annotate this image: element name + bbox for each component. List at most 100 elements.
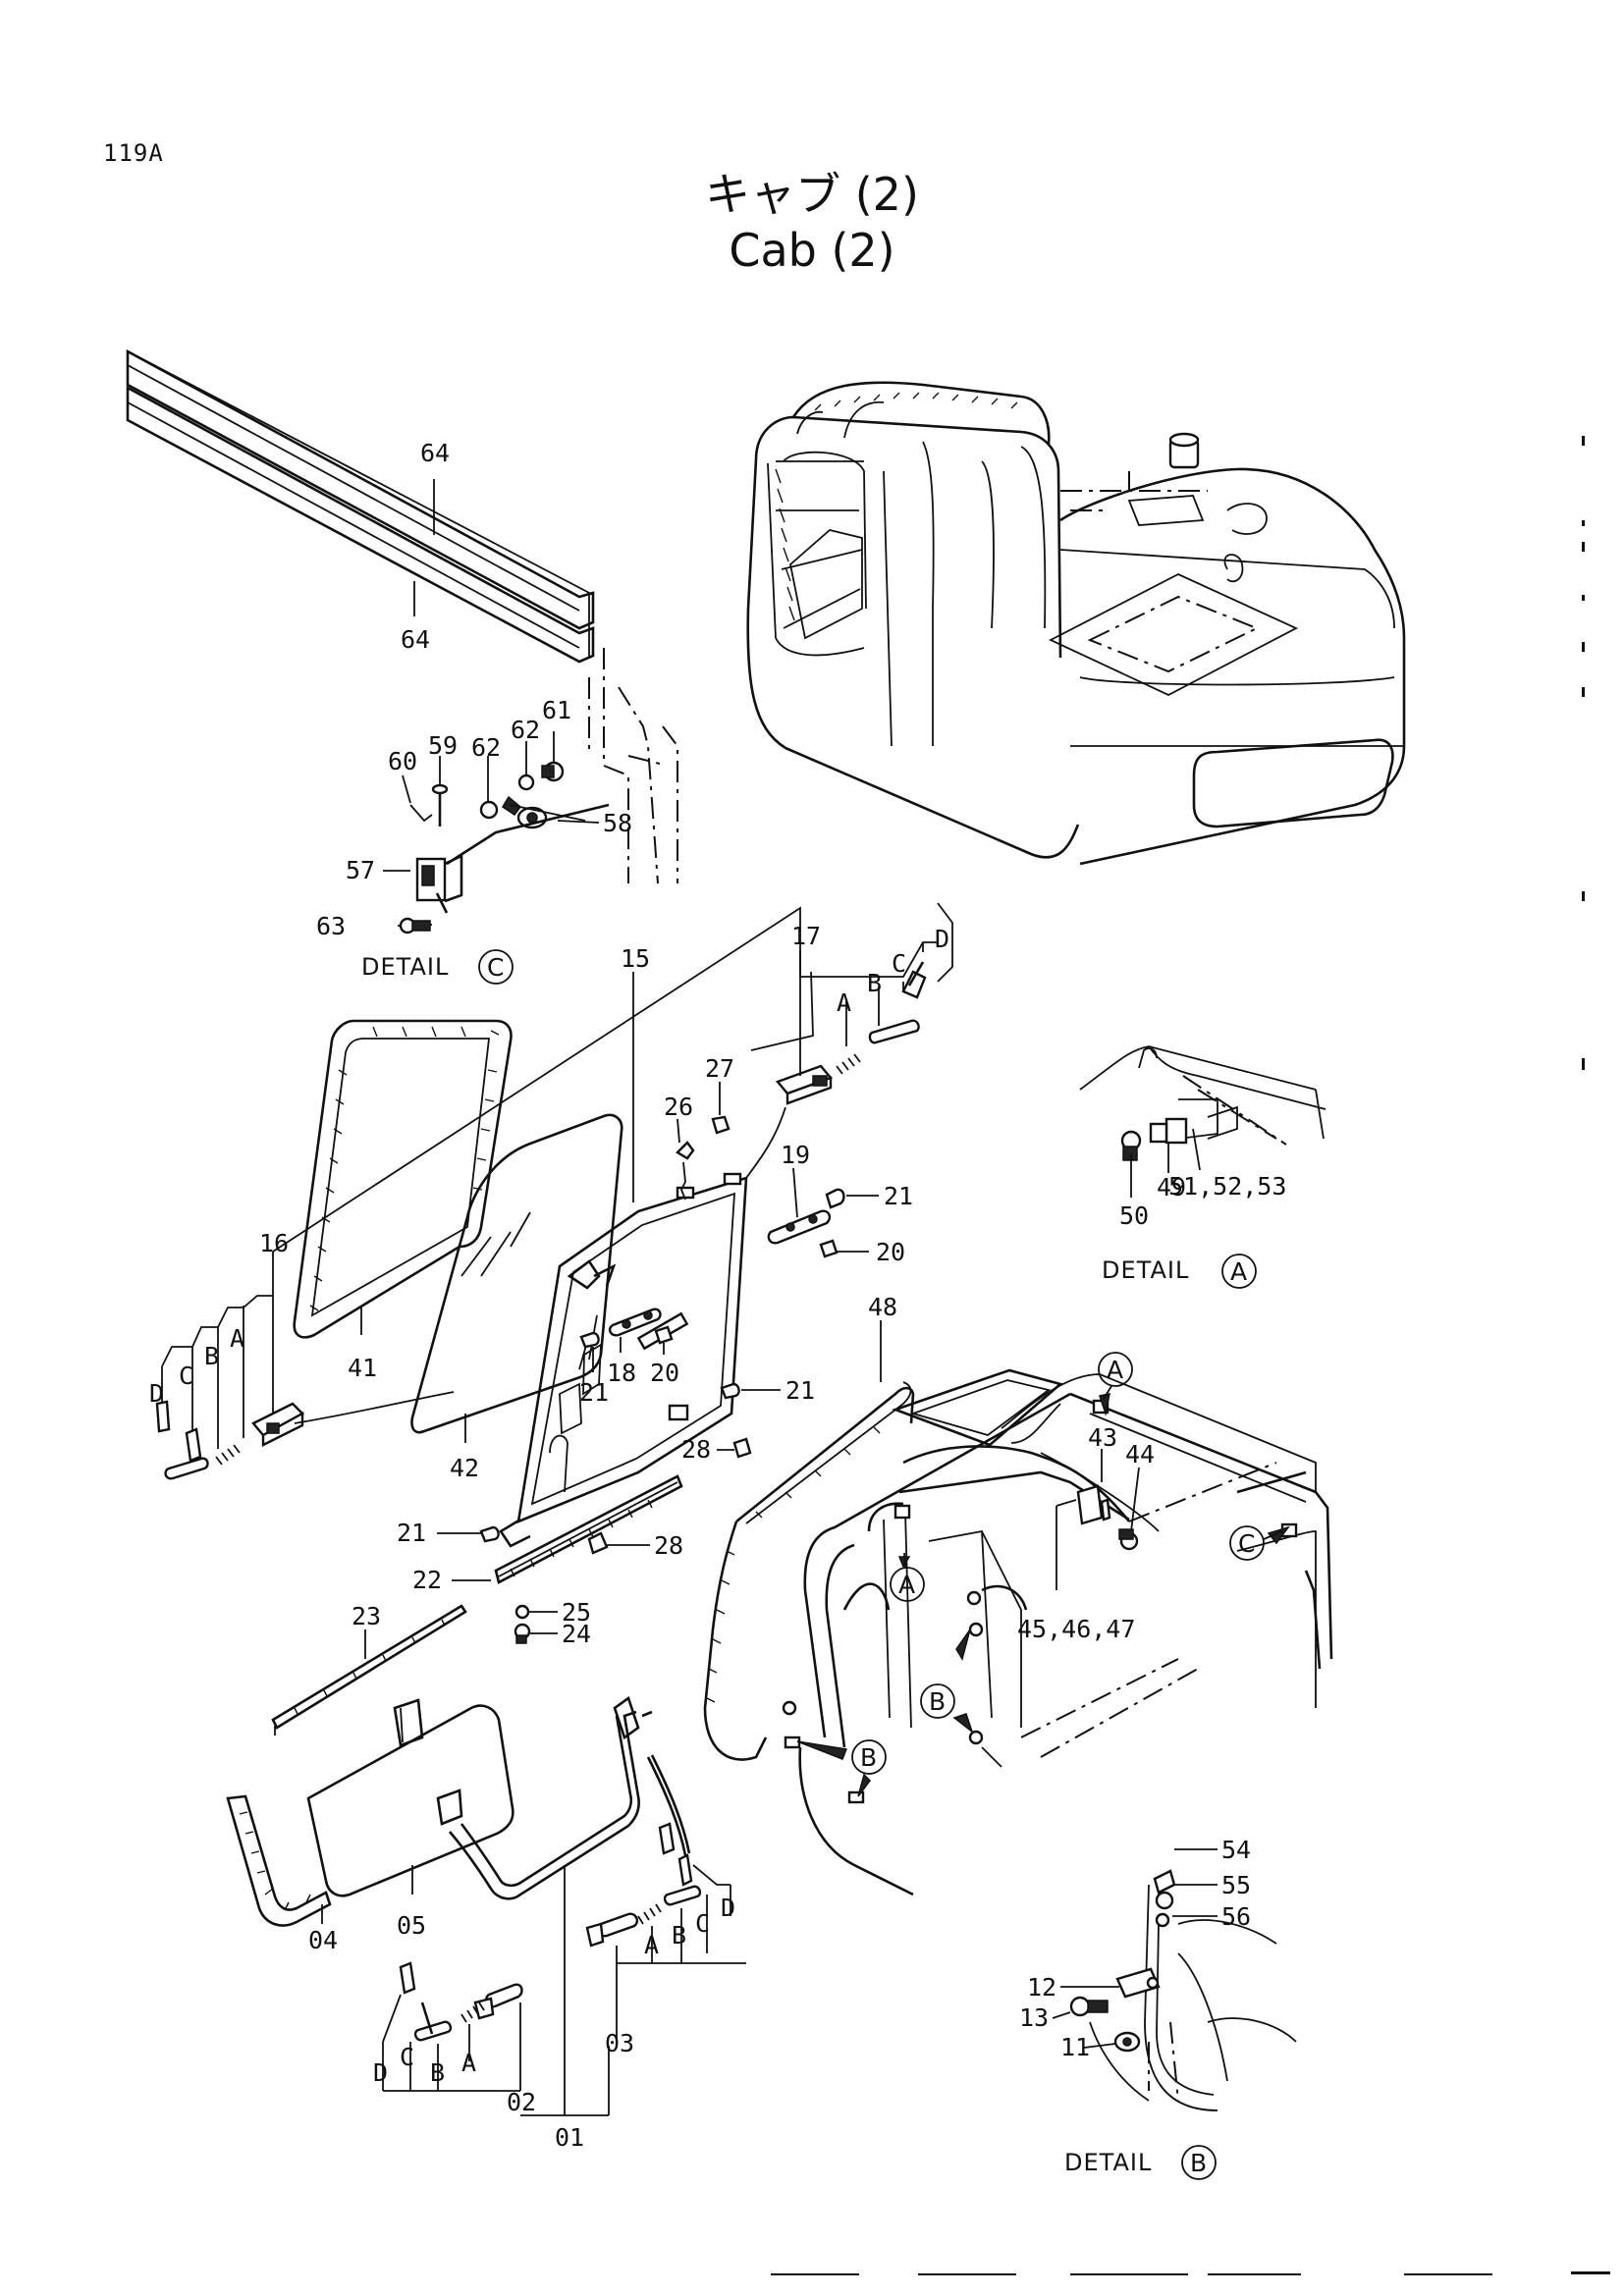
callout-16: 16 bbox=[259, 1229, 289, 1257]
bolt-20-b bbox=[654, 1325, 674, 1345]
callout-21-c: 21 bbox=[785, 1376, 815, 1405]
callout-55: 55 bbox=[1221, 1871, 1251, 1899]
callout-21-d: 21 bbox=[397, 1519, 426, 1547]
callout-59: 59 bbox=[428, 731, 458, 760]
callout-28-a: 28 bbox=[681, 1435, 711, 1464]
circle-ref-a-lower-letter: A bbox=[898, 1571, 915, 1599]
callout-28-b: 28 bbox=[654, 1531, 683, 1560]
callout-60: 60 bbox=[388, 747, 417, 775]
callout-51-52-53: 51,52,53 bbox=[1168, 1172, 1286, 1201]
guide-28-b bbox=[587, 1531, 609, 1555]
letter-bl-d: D bbox=[373, 2058, 388, 2087]
callout-15: 15 bbox=[621, 944, 650, 973]
callout-64-lower: 64 bbox=[401, 625, 430, 654]
callout-58: 58 bbox=[603, 809, 632, 837]
letter-br-d: D bbox=[721, 1894, 735, 1922]
bracket-43 bbox=[1076, 1484, 1104, 1525]
nut-21-a bbox=[825, 1188, 845, 1209]
nut-21-b bbox=[579, 1331, 600, 1349]
part-26 bbox=[676, 1141, 695, 1160]
letter-bl-b: B bbox=[430, 2058, 445, 2087]
seal-04 bbox=[226, 1794, 332, 1927]
callout-04: 04 bbox=[308, 1926, 338, 1954]
callout-02: 02 bbox=[507, 2088, 536, 2116]
detail-b-view bbox=[1069, 1869, 1297, 2111]
callout-64-upper: 64 bbox=[420, 439, 450, 467]
callout-41: 41 bbox=[348, 1354, 377, 1382]
latch-bracket-57 bbox=[415, 853, 463, 914]
lock-16 bbox=[155, 1391, 455, 1480]
letter-left-c: C bbox=[179, 1362, 193, 1390]
callout-54: 54 bbox=[1221, 1836, 1251, 1864]
callout-13: 13 bbox=[1019, 2003, 1049, 2032]
letter-br-c: C bbox=[695, 1909, 710, 1938]
callout-45-46-47: 45,46,47 bbox=[1017, 1615, 1135, 1643]
spring-60 bbox=[409, 804, 433, 823]
detail-a-circle bbox=[1221, 1254, 1257, 1289]
seal-23 bbox=[271, 1604, 467, 1735]
washer-62 bbox=[479, 800, 499, 820]
circle-ref-b-upper bbox=[920, 1683, 955, 1719]
circle-ref-a-upper bbox=[1098, 1352, 1133, 1387]
lock-03 bbox=[596, 1912, 639, 1938]
callout-23: 23 bbox=[352, 1602, 381, 1630]
callout-12: 12 bbox=[1027, 1973, 1056, 2002]
callout-63: 63 bbox=[316, 912, 346, 940]
callout-21-a: 21 bbox=[884, 1182, 913, 1210]
callout-24: 24 bbox=[562, 1620, 591, 1648]
part-27 bbox=[711, 1115, 731, 1135]
callout-26: 26 bbox=[664, 1093, 693, 1121]
callout-49: 49 bbox=[1157, 1173, 1186, 1201]
callout-20-a: 20 bbox=[876, 1238, 905, 1266]
seal-41 bbox=[293, 1019, 513, 1339]
frame-01 bbox=[449, 1695, 691, 1900]
rail-64 bbox=[126, 348, 595, 664]
letter-left-a: A bbox=[230, 1324, 244, 1353]
lock-17 bbox=[745, 961, 927, 1179]
letter-left-d: D bbox=[149, 1379, 164, 1408]
detail-c-letter: C bbox=[487, 953, 504, 982]
circle-ref-b-upper-letter: B bbox=[929, 1687, 946, 1716]
bolt-20-a bbox=[819, 1239, 839, 1258]
door-seal-48-top bbox=[745, 1381, 912, 1524]
detail-c-label: DETAIL bbox=[361, 953, 449, 981]
callout-17: 17 bbox=[791, 922, 821, 950]
excavator-overview bbox=[746, 381, 1406, 866]
nut-21-c bbox=[720, 1382, 740, 1400]
circle-ref-c-letter: C bbox=[1238, 1529, 1255, 1558]
callout-56: 56 bbox=[1221, 1902, 1251, 1931]
callout-05: 05 bbox=[397, 1911, 426, 1940]
callout-61: 61 bbox=[542, 696, 571, 724]
letter-bl-a: A bbox=[461, 2049, 476, 2077]
letter-br-b: B bbox=[672, 1921, 686, 1949]
callout-43: 43 bbox=[1088, 1423, 1117, 1452]
callout-62-left: 62 bbox=[471, 733, 501, 762]
callout-21-b: 21 bbox=[579, 1378, 609, 1407]
letter-top-d: D bbox=[935, 925, 949, 953]
bracket-19 bbox=[767, 1209, 832, 1245]
detail-b-label: DETAIL bbox=[1064, 2149, 1152, 2176]
callout-20-b: 20 bbox=[650, 1359, 679, 1387]
detail-a-letter: A bbox=[1230, 1257, 1247, 1286]
detail-b-letter: B bbox=[1190, 2149, 1207, 2177]
washer-25 bbox=[514, 1604, 530, 1620]
guide-28-a bbox=[732, 1437, 752, 1459]
letter-top-c: C bbox=[892, 949, 906, 978]
rail-22 bbox=[494, 1474, 683, 1584]
letter-br-a: A bbox=[644, 1931, 659, 1959]
letter-top-b: B bbox=[867, 969, 882, 997]
glass-05 bbox=[306, 1698, 514, 1897]
callout-62-right: 62 bbox=[511, 716, 540, 744]
callout-01: 01 bbox=[555, 2123, 584, 2152]
circle-ref-c bbox=[1229, 1525, 1265, 1561]
detail-c-circle bbox=[478, 949, 514, 985]
callout-42: 42 bbox=[450, 1454, 479, 1482]
callout-50: 50 bbox=[1119, 1201, 1149, 1230]
callout-18: 18 bbox=[607, 1359, 636, 1387]
nut-21-d bbox=[479, 1525, 500, 1543]
letter-left-b: B bbox=[204, 1342, 219, 1370]
page-code: 119A bbox=[103, 139, 164, 167]
detail-b-circle bbox=[1181, 2145, 1217, 2180]
